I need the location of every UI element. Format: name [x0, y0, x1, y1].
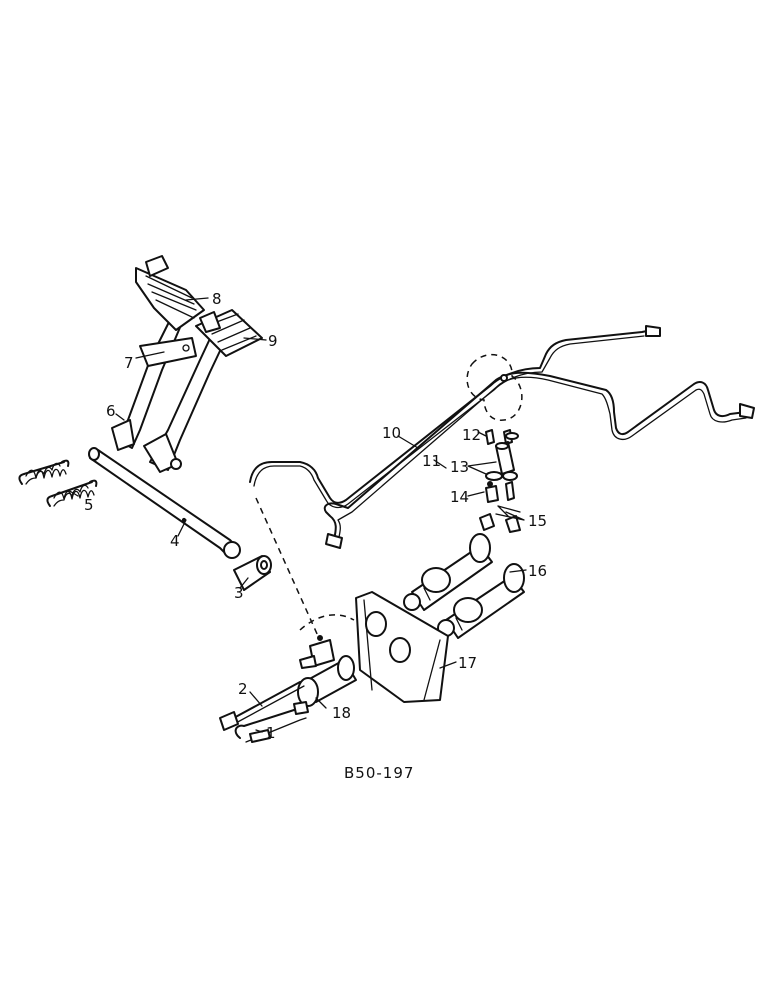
banjo-bolts-12: [485, 429, 519, 445]
callout-1: 1: [266, 724, 276, 742]
master-cylinder-bracket-17: [299, 591, 449, 703]
shaft-bushing: [233, 555, 272, 591]
callout-11: 11: [422, 452, 441, 470]
pedal-pivot-bolt: [170, 458, 182, 470]
master-cylinder-16: [403, 533, 525, 639]
callout-17: 17: [458, 654, 477, 672]
connection-line: [255, 497, 319, 637]
return-spring-lower: [46, 479, 98, 507]
callout-2: 2: [238, 680, 248, 698]
brake-pedal-right: [143, 309, 263, 473]
return-spring-upper: [18, 459, 70, 485]
figure-reference: B50-197: [344, 764, 414, 782]
brake-line-10: [249, 325, 661, 509]
callout-18: 18: [332, 704, 351, 722]
leader-lines: [67, 297, 527, 733]
callout-15: 15: [528, 512, 547, 530]
banjo-fittings-15: [479, 505, 521, 533]
bleed-fittings-14: [485, 481, 515, 503]
clutch-line-2: [219, 681, 305, 731]
callout-4: 4: [170, 532, 180, 550]
callout-13: 13: [450, 458, 469, 476]
slave-cylinder-18: [297, 635, 357, 707]
callout-6: 6: [106, 402, 116, 420]
brake-line-11: [323, 371, 755, 549]
callout-7: 7: [124, 354, 134, 372]
callout-8: 8: [212, 290, 222, 308]
callout-3: 3: [234, 584, 244, 602]
unions-13: [485, 441, 518, 481]
callout-16: 16: [528, 562, 547, 580]
clutch-line-1: [234, 701, 309, 743]
callout-9: 9: [268, 332, 278, 350]
pedal-latch-bracket: [139, 337, 197, 367]
callout-12: 12: [462, 426, 481, 444]
callout-5: 5: [84, 496, 94, 514]
callout-10: 10: [382, 424, 401, 442]
pedal-cross-shaft: [88, 447, 241, 559]
line-clip-detail: [466, 353, 523, 421]
callout-14: 14: [450, 488, 469, 506]
